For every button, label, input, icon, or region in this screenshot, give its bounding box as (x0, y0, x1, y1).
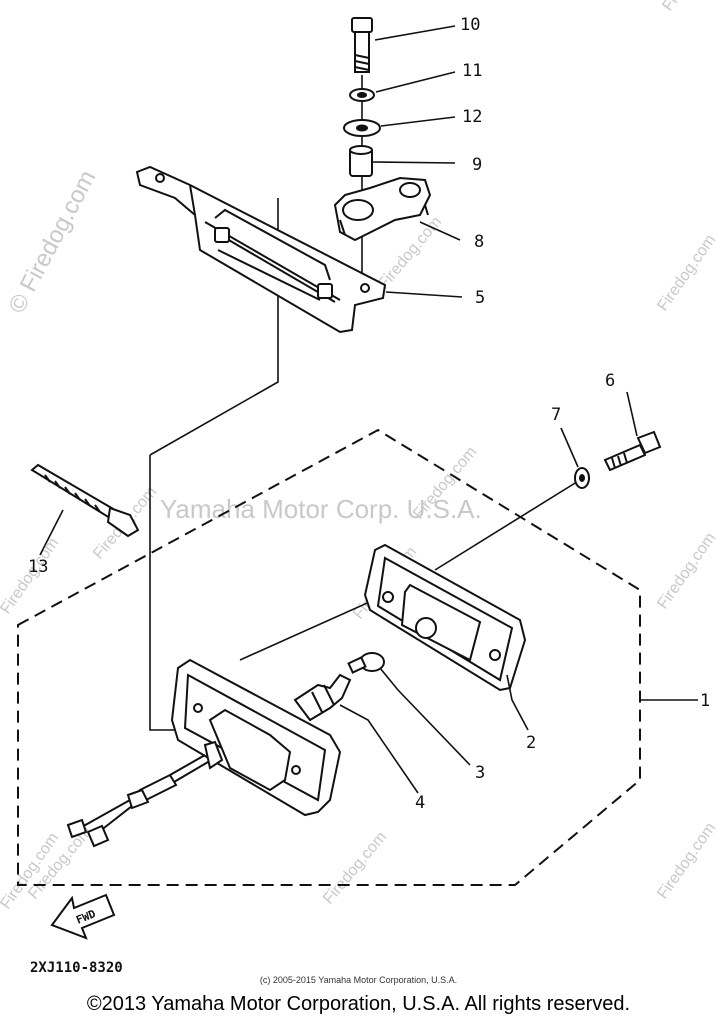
cable-tie (30, 463, 140, 538)
mounting-bracket (135, 165, 387, 334)
callout-4: 4 (415, 793, 425, 813)
side-bolt (603, 430, 662, 472)
arm-bracket (333, 176, 432, 242)
firedog-watermark-edge: Firedog.com (654, 232, 717, 315)
side-washer (574, 467, 590, 489)
firedog-watermark-edge: Firedog.com (654, 820, 717, 903)
lamp-lens (363, 543, 527, 692)
lamp-bulb (347, 652, 385, 674)
lamp-socket (293, 673, 352, 722)
copyright-footer: ©2013 Yamaha Motor Corporation, U.S.A. A… (86, 993, 631, 1015)
fine-copyright-line: (c) 2005-2015 Yamaha Motor Corporation, … (259, 975, 458, 985)
callout-3: 3 (475, 763, 485, 783)
callout-9: 9 (472, 155, 482, 175)
callout-13: 13 (28, 557, 48, 577)
firedog-watermark-edge: Firedog.com (659, 0, 717, 14)
callout-1: 1 (700, 691, 710, 711)
callout-7: 7 (551, 405, 561, 425)
callout-2: 2 (526, 733, 536, 753)
lamp-housing (66, 658, 342, 848)
yamaha-watermark-center: Yamaha Motor Corp. U.S.A. (160, 494, 482, 524)
firedog-watermark-tile: Firedog.com (320, 829, 390, 908)
forward-direction-arrow: FWD (50, 893, 116, 940)
assembly-boundary-dashed (17, 428, 641, 886)
callout-10: 10 (460, 15, 480, 35)
firedog-watermark-left: © Firedog.com (3, 166, 101, 318)
leader-lines (39, 25, 698, 794)
plain-washer (343, 119, 381, 137)
callout-6: 6 (605, 371, 615, 391)
callout-12: 12 (462, 107, 482, 127)
assembly-line-bolt (434, 479, 581, 571)
callout-labels: 1 2 3 4 5 6 7 8 9 10 11 12 13 (28, 15, 710, 813)
top-bolt (351, 17, 373, 73)
lock-washer (349, 88, 375, 102)
callout-8: 8 (474, 232, 484, 252)
diagram-part-code: 2XJ110-8320 (30, 960, 123, 976)
callout-5: 5 (475, 288, 485, 308)
firedog-watermark-edge: Firedog.com (654, 530, 717, 613)
collar (349, 145, 373, 177)
assembly-line-lens (239, 594, 386, 661)
callout-11: 11 (462, 61, 482, 81)
